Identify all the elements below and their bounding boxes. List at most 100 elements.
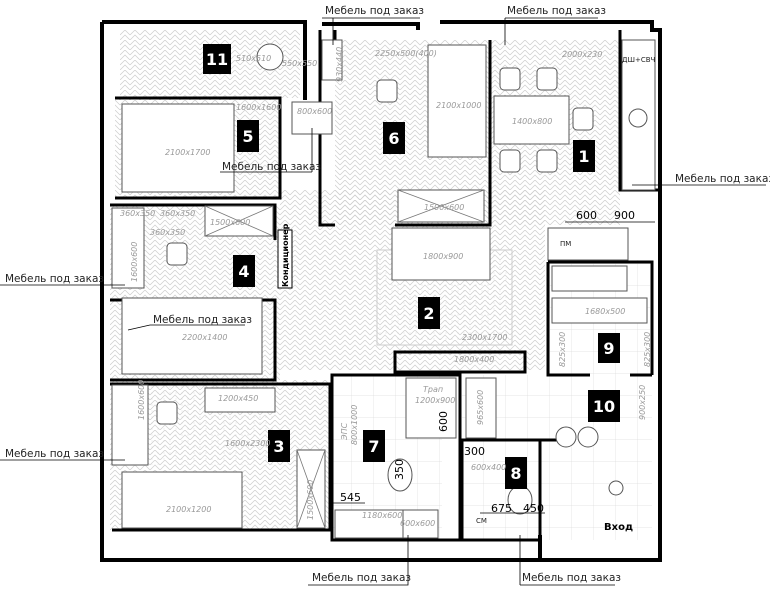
plan-label: 1600x600: [130, 242, 139, 282]
plan-label: 10: [593, 397, 615, 416]
room-badge-5: 5: [237, 120, 259, 152]
room-badge-1: 1: [573, 140, 595, 172]
plan-label: Мебель под заказ: [312, 572, 411, 584]
plan-label: 360x350: [160, 209, 195, 218]
wardrobe-930x440: [321, 39, 343, 81]
plan-label: 600: [437, 411, 450, 432]
plan-label: 1500x600: [306, 480, 315, 520]
measurements: 600 900 600 350 300 545 675 450: [333, 209, 655, 515]
plan-label: 800x600: [297, 107, 332, 116]
plan-label: 2100x1200: [166, 505, 211, 514]
plan-label: Трап: [423, 385, 443, 394]
plan-label: 2: [423, 304, 434, 323]
room-badge-11: 11: [203, 44, 231, 74]
plan-label: 1200x450: [218, 394, 258, 403]
plan-label: Мебель под заказ: [522, 572, 621, 584]
bed-room5: [121, 103, 235, 193]
air-conditioner-label: Кондиционер: [281, 223, 290, 287]
desk-room4: [111, 207, 145, 289]
plan-label: 9: [603, 339, 614, 358]
plan-label: 4: [238, 262, 249, 281]
plan-label: 510x510: [236, 54, 271, 63]
plan-label: 825x300: [558, 332, 567, 367]
plan-label: 600x400: [471, 463, 506, 472]
plan-label: 360x350: [120, 209, 155, 218]
sink-cabinet: [334, 509, 404, 539]
plan-label: 7: [368, 437, 379, 456]
bed-room4: [121, 297, 263, 375]
appliance-labels: ДШ+СВЧ ПМ СМ Кондиционер Вход: [277, 56, 656, 533]
sofa: [391, 227, 491, 281]
storage: [551, 265, 628, 292]
plan-label: 1600x1600: [236, 103, 281, 112]
plan-label: 350: [393, 459, 406, 480]
shelf-room3: [204, 387, 276, 413]
plan-label: 1600x600: [137, 380, 146, 420]
plan-label: ДШ+СВЧ: [622, 56, 656, 64]
plan-label: 900: [614, 209, 635, 222]
room-badge-6: 6: [383, 122, 405, 154]
plan-label: 600: [576, 209, 597, 222]
furniture: [111, 39, 656, 539]
plan-label: 900x250: [638, 385, 647, 420]
plan-label: 600x600: [400, 519, 435, 528]
plan-label: СМ: [476, 517, 487, 525]
plan-label: 300: [464, 445, 485, 458]
plan-label: Мебель под заказ: [5, 273, 104, 285]
furniture-dimensions: 2250x500(400) 930x440 2100x1000 2000x230…: [120, 47, 652, 528]
plan-label: 1680x500: [585, 307, 625, 316]
plan-label: 1800x900: [423, 252, 463, 261]
room-badge-7: 7: [363, 430, 385, 462]
room-badge-2: 2: [418, 297, 440, 329]
plan-label: 8: [510, 464, 521, 483]
bed-room6: [427, 44, 487, 158]
plan-label: Мебель под заказ: [675, 173, 770, 185]
plan-label: 2200x1400: [182, 333, 227, 342]
room-badge-9: 9: [598, 333, 620, 363]
washer-2: [577, 426, 599, 448]
plan-label: 825x300: [643, 332, 652, 367]
plan-label: 5: [242, 127, 253, 146]
plan-label: 11: [206, 50, 228, 69]
cabinet-965x600: [465, 377, 497, 439]
plan-label: 1180x600: [362, 511, 402, 520]
plan-label: Мебель под заказ: [222, 161, 321, 173]
plan-label: Мебель под заказ: [5, 448, 104, 460]
room-badge-10: 10: [588, 390, 620, 422]
plan-label: Мебель под заказ: [325, 5, 424, 17]
plan-label: 1200x900: [415, 396, 455, 405]
plan-label: 675: [491, 502, 512, 515]
wardrobe-1680x500: [551, 297, 648, 324]
custom-furniture-callouts: Мебель под заказ Мебель под заказ Мебель…: [0, 5, 770, 586]
plan-label: 3: [273, 437, 284, 456]
plan-label: 1500x600: [210, 218, 250, 227]
plan-label: 545: [340, 491, 361, 504]
plan-label: 6: [388, 129, 399, 148]
plan-label: ПМ: [560, 240, 571, 248]
kitchen-sink-unit: [547, 227, 629, 261]
plan-label: 550x550: [282, 59, 317, 68]
plan-label: 1800x400: [454, 355, 494, 364]
entrance-label: Вход: [604, 522, 633, 533]
plan-label: 965x600: [476, 390, 485, 425]
plan-label: Мебель под заказ: [153, 314, 252, 326]
plan-label: 2100x1700: [165, 148, 210, 157]
washer-1: [555, 426, 577, 448]
plan-label: 2000x230: [562, 50, 602, 59]
plan-label: 800x1000: [350, 405, 359, 445]
outer-wall: [100, 20, 662, 562]
plan-label: 1: [578, 147, 589, 166]
room-badge-8: 8: [505, 457, 527, 489]
plan-label: Мебель под заказ: [507, 5, 606, 17]
plan-label: 450: [523, 502, 544, 515]
plan-label: 1500x600: [424, 203, 464, 212]
bed-room3: [121, 471, 243, 529]
plan-label: ЭПС: [340, 422, 349, 441]
round-table: [256, 43, 284, 71]
room-badge-4: 4: [233, 255, 255, 287]
plan-label: 930x440: [335, 47, 344, 82]
interior-walls: [110, 30, 660, 542]
dining-table: [493, 95, 570, 145]
plan-label: 2100x1000: [436, 101, 481, 110]
